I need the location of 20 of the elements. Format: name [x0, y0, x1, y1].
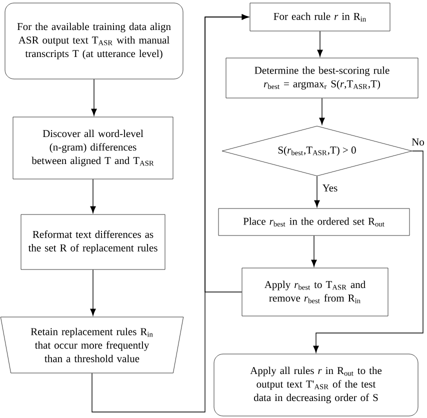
- arrow: [204, 14, 249, 292]
- arrow: [319, 98, 325, 125]
- terminal-box: For the available training data align ASR output text T$_{ASR}$ with manual transcripts T (at utterance level): [4, 2, 184, 80]
- process-box: For each rule r in R$_{in}$: [250, 2, 390, 32]
- arrow: [317, 30, 323, 57]
- process-box: Apply r$_{best}$ to T$_{ASR}$ and remove r$_{best}$ from R$_{in}$: [242, 268, 388, 316]
- arrow: [314, 176, 320, 208]
- arrow: [313, 150, 424, 353]
- edge-label: Yes: [321, 184, 339, 192]
- arrow: [311, 235, 317, 267]
- process-box: Reformat text differences as the set R of replacement rules: [20, 214, 166, 270]
- process-box: Determine the best-scoring rule r$_{best}$ = argmax$_{r}$ S(r,T$_{ASR}$,T): [226, 58, 418, 98]
- process-box: Place r$_{best}$ in the ordered set R$_{out}$: [218, 208, 410, 236]
- terminal-box: Apply all rules r in R$_{out}$ to the output text T'$_{ASR}$ of the test data in decreasing order of S: [214, 354, 418, 416]
- arrow: [90, 269, 96, 316]
- arrow: [91, 78, 97, 116]
- arrow: [90, 178, 96, 214]
- edge-label: No: [410, 138, 426, 146]
- process-box: Discover all word-level (n-gram) differences between aligned T and T$_{ASR}$: [12, 116, 174, 180]
- trapezoid-box: Retain replacement rules R$_{in}$ that occur more frequently than a threshold value: [0, 316, 184, 374]
